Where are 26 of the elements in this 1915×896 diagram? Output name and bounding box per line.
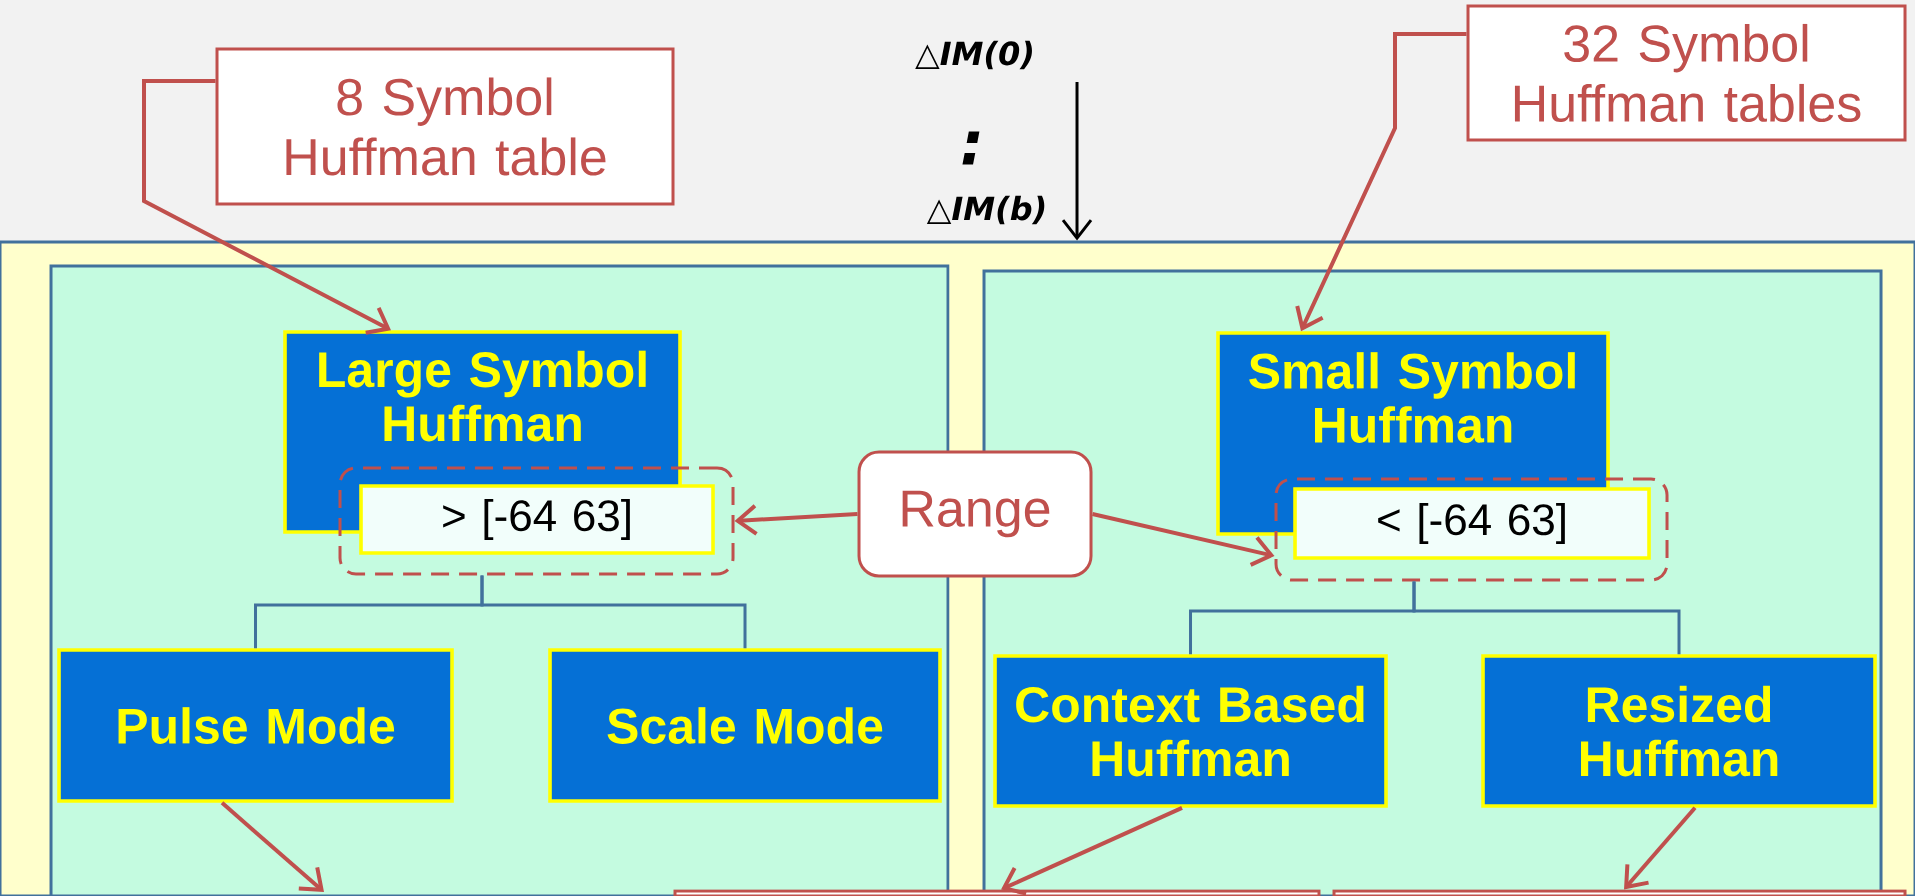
dashed-group-box bbox=[338, 466, 735, 576]
delta-label: △IM(0) bbox=[915, 40, 1032, 70]
dashed-group-box bbox=[1274, 477, 1669, 582]
connector-line bbox=[480, 575, 747, 649]
output-box bbox=[1332, 889, 1907, 896]
arrow bbox=[734, 504, 858, 536]
process-box: Resized Huffman bbox=[1481, 654, 1877, 808]
leader-line bbox=[1295, 32, 1467, 332]
ellipsis-dots: : bbox=[962, 131, 980, 165]
process-box: Scale Mode bbox=[548, 648, 942, 803]
arrow bbox=[220, 801, 324, 892]
connector-line bbox=[1412, 581, 1681, 655]
leader-line bbox=[142, 79, 391, 335]
arrow bbox=[1624, 806, 1697, 890]
callout-box: 32 Symbol Huffman tables bbox=[1466, 4, 1907, 142]
arrow bbox=[1092, 512, 1275, 567]
range-value-box: > [-64 63] bbox=[359, 484, 715, 555]
range-box: Range bbox=[857, 450, 1093, 578]
delta-label: △IM(b) bbox=[926, 195, 1045, 225]
process-box: Pulse Mode bbox=[57, 648, 454, 803]
output-box bbox=[673, 889, 1321, 896]
range-value-box: < [-64 63] bbox=[1293, 487, 1651, 560]
arrow bbox=[1001, 806, 1183, 896]
process-box: Context Based Huffman bbox=[993, 654, 1388, 808]
callout-box: 8 Symbol Huffman table bbox=[215, 47, 675, 206]
arrow bbox=[1061, 82, 1093, 241]
